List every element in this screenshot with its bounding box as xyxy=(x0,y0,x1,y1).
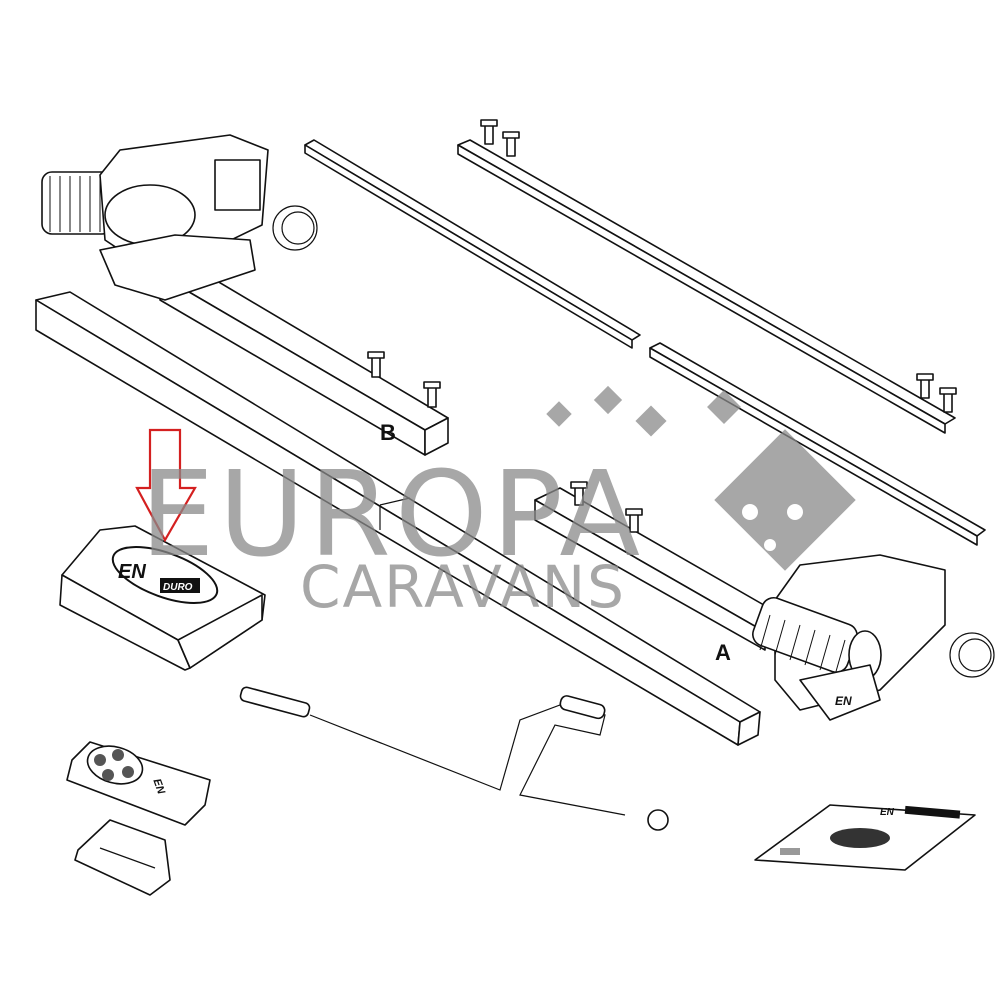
motor-unit-b xyxy=(41,134,318,301)
brand-duro: DURO xyxy=(163,582,193,593)
beam-b: B xyxy=(159,261,449,456)
control-box: EN DURO xyxy=(59,525,266,671)
thin-bar-lower xyxy=(649,342,986,546)
watermark-line2: CARAVANS xyxy=(300,553,626,621)
remote-holder xyxy=(74,819,171,896)
long-square-tube xyxy=(35,291,761,746)
brand-en: EN xyxy=(118,561,146,583)
fitting-icon xyxy=(480,119,957,413)
remote-control: EN xyxy=(66,741,211,826)
motor-unit-a: EN xyxy=(752,554,995,721)
brand-label-motor: EN xyxy=(835,694,852,708)
fitting-bar xyxy=(457,119,957,434)
remote-brand-label: EN xyxy=(150,777,167,796)
label-a: A xyxy=(715,640,731,665)
label-b: B xyxy=(380,420,396,445)
watermark-diamond-icon xyxy=(546,385,856,571)
instruction-manual: EN xyxy=(754,804,976,871)
watermark-line1: EUROPA xyxy=(140,445,644,583)
manual-brand-label: EN xyxy=(880,807,895,818)
crank-handle xyxy=(239,686,669,831)
watermark-logo: EUROPA CARAVANS xyxy=(140,385,856,621)
thin-bar-upper xyxy=(304,139,641,349)
highlight-arrow xyxy=(135,428,197,543)
